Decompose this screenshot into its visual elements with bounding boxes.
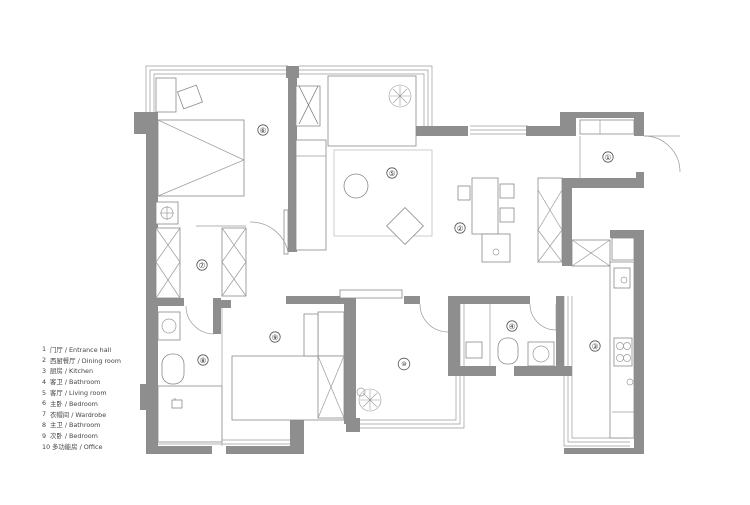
svg-text:②: ②: [457, 224, 464, 233]
legend-number: 9: [42, 431, 47, 440]
office-furniture: [356, 303, 449, 412]
svg-text:⑨: ⑨: [272, 333, 279, 342]
master-bath-furniture: [157, 305, 223, 446]
svg-text:⑥: ⑥: [260, 126, 267, 135]
svg-text:⑤: ⑤: [389, 169, 396, 178]
room-marker-guest-bath: ④: [506, 320, 518, 332]
legend-label: 多功能房 / Office: [52, 443, 103, 452]
legend-label: 西厨餐厅 / Dining room: [50, 356, 121, 365]
master-bedroom-furniture: [155, 84, 289, 299]
legend-label: 门厅 / Entrance hall: [50, 345, 112, 354]
walls: [134, 66, 644, 454]
svg-text:④: ④: [509, 322, 516, 331]
legend-label: 衣帽间 / Wardrobe: [50, 410, 107, 419]
svg-text:①: ①: [605, 153, 612, 162]
legend-number: 8: [42, 420, 47, 429]
legend-label: 主卫 / Bathroom: [50, 421, 101, 430]
room-marker-living: ⑤: [386, 167, 398, 179]
svg-text:③: ③: [592, 342, 599, 351]
room-marker-dining: ②: [454, 222, 466, 234]
legend-number: 2: [42, 356, 47, 365]
legend-label: 厨房 / Kitchen: [50, 367, 94, 376]
second-bedroom-furniture: [231, 311, 345, 421]
svg-text:⑦: ⑦: [199, 261, 206, 270]
legend-number: 4: [42, 377, 47, 386]
guest-bath-furniture: [465, 303, 557, 367]
legend-label: 客厅 / Living room: [50, 389, 107, 398]
room-marker-entrance: ①: [602, 151, 614, 163]
room-marker-master-bedroom: ⑥: [257, 124, 269, 136]
legend-number: 1: [42, 345, 47, 354]
legend-label: 主卧 / Bedroom: [50, 399, 98, 408]
svg-text:⑧: ⑧: [200, 356, 207, 365]
plant-icon: [358, 388, 382, 412]
windows: [155, 77, 635, 299]
room-marker-second-bedroom: ⑨: [269, 331, 281, 343]
room-marker-wardrobe: ⑦: [196, 259, 208, 271]
entrance-elements: [579, 135, 681, 178]
legend-number: 5: [42, 388, 47, 397]
kitchen-furniture: [571, 237, 635, 439]
living-room-furniture: [295, 75, 433, 251]
legend-label: 客卫 / Bathroom: [50, 378, 101, 387]
legend-number: 3: [42, 366, 47, 375]
room-marker-office: ⑩: [397, 357, 411, 371]
svg-text:⑩: ⑩: [401, 361, 406, 368]
plant-icon: [388, 84, 412, 108]
room-marker-kitchen: ③: [589, 340, 601, 352]
room-marker-master-bath: ⑧: [197, 354, 209, 366]
legend-label: 次卧 / Bedroom: [50, 432, 98, 441]
legend-number: 7: [42, 410, 47, 419]
dining-furniture: [457, 177, 563, 263]
legend-number: 6: [42, 399, 47, 408]
balcony-rails: [145, 65, 630, 447]
legend-number: 10: [42, 442, 51, 451]
